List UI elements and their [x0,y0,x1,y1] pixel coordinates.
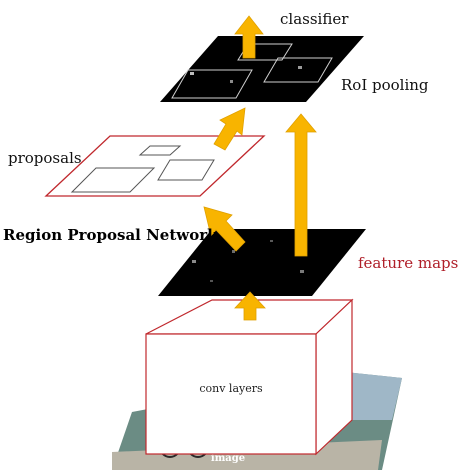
feature-maps-plane [158,229,366,296]
arrow-conv-to-features [234,291,266,321]
roi-pooling-label: RoI pooling [341,76,429,94]
image-sky [340,372,402,420]
conv-box-front [145,333,317,455]
arrow-features-to-roi [285,113,317,257]
proposal-box-3 [157,159,215,181]
arrow-to-classifier [234,15,264,59]
classifier-label: classifier [280,10,349,28]
proposals-label: proposals [8,149,82,167]
conv-layers-label: conv layers [199,382,263,395]
roi-box-1 [171,69,253,99]
roi-box-2 [263,57,333,83]
rpn-label: Region Proposal Network [3,226,218,244]
feature-maps-label: feature maps [358,254,458,272]
arrow-rpn [203,206,246,252]
proposal-box-1 [70,167,156,193]
proposals-plane [44,135,266,197]
image-label: image [211,453,245,464]
conv-layers-box [145,298,354,456]
arrow-proposals-to-roi [213,107,246,151]
roi-pooling-plane [160,36,364,102]
proposal-box-2 [138,145,182,156]
